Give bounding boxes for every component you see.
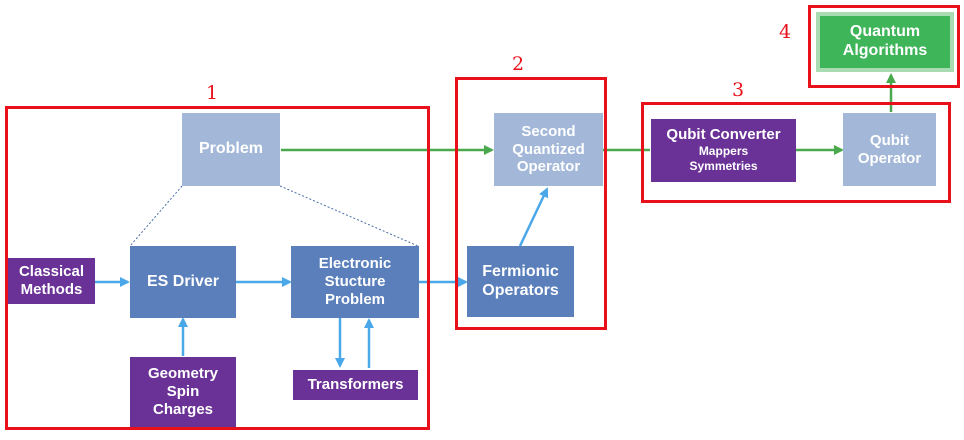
geometry-line-3: Charges xyxy=(152,400,214,418)
transformers-node: Transformers xyxy=(293,370,418,400)
geometry-line-1: Geometry xyxy=(147,365,219,383)
qubit-converter-title: Qubit Converter xyxy=(666,126,781,144)
qubit-converter-sub-1: Mappers xyxy=(698,143,749,158)
second-quantized-operator-node: Second Quantized Operator xyxy=(494,113,603,186)
fermionic-operators-node: Fermionic Operators xyxy=(467,246,574,317)
quantum-algorithms-line-1: Quantum xyxy=(849,23,921,41)
quantum-algorithms-node: Quantum Algorithms xyxy=(816,12,954,72)
arrow-fermionic-to-second-quantized xyxy=(518,187,549,247)
fermionic-line-1: Fermionic xyxy=(482,262,559,280)
second-quantized-line-3: Operator xyxy=(516,158,581,176)
es-driver-node: ES Driver xyxy=(130,246,236,318)
problem-projection-left xyxy=(129,185,183,247)
problem-node: Problem xyxy=(182,113,280,186)
geometry-line-2: Spin xyxy=(166,383,200,401)
geometry-spin-charges-node: Geometry Spin Charges xyxy=(130,357,236,427)
electronic-structure-line-3: Problem xyxy=(324,290,385,308)
region-4-number: 4 xyxy=(779,21,792,43)
electronic-structure-line-2: Stucture xyxy=(324,273,386,291)
region-3-number: 3 xyxy=(732,79,745,101)
classical-methods-line-2: Methods xyxy=(20,281,83,298)
second-quantized-line-2: Quantized xyxy=(512,140,585,158)
electronic-structure-line-1: Electronic xyxy=(318,255,392,273)
problem-projection-right xyxy=(279,185,419,247)
fermionic-line-2: Operators xyxy=(482,281,559,299)
qubit-operator-line-1: Qubit xyxy=(869,131,910,149)
quantum-algorithms-line-2: Algorithms xyxy=(842,42,928,59)
second-quantized-line-1: Second xyxy=(521,122,576,140)
qubit-operator-node: Qubit Operator xyxy=(843,113,936,186)
region-2-outline xyxy=(455,77,607,330)
es-driver-label: ES Driver xyxy=(146,272,220,290)
classical-methods-node: Classical Methods xyxy=(8,258,95,304)
region-1-outline xyxy=(5,106,430,430)
qubit-converter-node: Qubit Converter Mappers Symmetries xyxy=(651,119,796,182)
electronic-structure-problem-node: Electronic Stucture Problem xyxy=(291,246,419,318)
region-1-number: 1 xyxy=(206,82,219,104)
problem-label: Problem xyxy=(198,140,263,158)
qubit-operator-line-2: Operator xyxy=(857,149,922,167)
qubit-converter-sub-2: Symmetries xyxy=(689,159,758,174)
classical-methods-line-1: Classical xyxy=(18,263,85,281)
transformers-label: Transformers xyxy=(307,376,404,394)
region-3-outline xyxy=(641,102,951,203)
region-4-outline xyxy=(808,5,960,88)
region-2-number: 2 xyxy=(512,53,525,75)
